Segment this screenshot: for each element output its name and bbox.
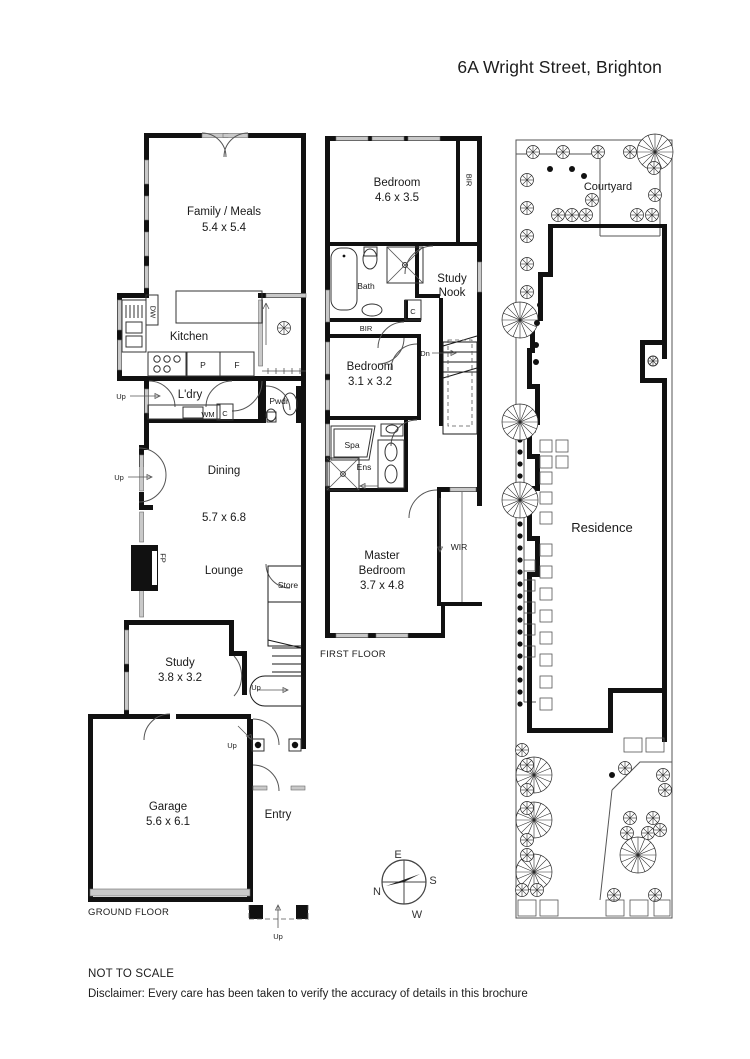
room-master-line1: Master bbox=[364, 550, 399, 562]
stair-up-2: Up bbox=[114, 473, 124, 482]
fixture-cupboard-ground: C bbox=[222, 409, 228, 418]
courtyard-paving bbox=[539, 439, 569, 711]
compass-east: E bbox=[394, 849, 401, 861]
room-study-ground-dims: 3.8 x 3.2 bbox=[158, 672, 202, 684]
room-kitchen: Kitchen bbox=[170, 331, 208, 343]
room-bedroom-2: Bedroom bbox=[347, 361, 394, 373]
first-floor-stairs: Dn bbox=[420, 335, 478, 435]
room-bedroom-1-dims: 4.6 x 3.5 bbox=[375, 192, 419, 204]
courtyard-trees bbox=[520, 133, 674, 299]
room-master-line2: Bedroom bbox=[359, 565, 406, 577]
first-floor-label: FIRST FLOOR bbox=[320, 649, 386, 660]
fireplace: FP bbox=[131, 545, 168, 591]
room-garage-dims: 5.6 x 6.1 bbox=[146, 816, 190, 828]
residence-footprint bbox=[527, 224, 667, 742]
stair-up-5: Up bbox=[273, 932, 283, 941]
fixture-pantry: P bbox=[200, 360, 206, 370]
fixture-bir-2: BIR bbox=[360, 324, 373, 333]
page-title: 6A Wright Street, Brighton bbox=[457, 57, 662, 77]
room-lounge: Lounge bbox=[205, 565, 243, 577]
fixture-fp: FP bbox=[159, 553, 168, 563]
compass-rose: E S W N bbox=[373, 849, 437, 921]
room-dining-dims: 5.7 x 6.8 bbox=[202, 512, 246, 524]
ground-floor-door-swings bbox=[138, 132, 291, 792]
room-bedroom-2-dims: 3.1 x 3.2 bbox=[348, 376, 392, 388]
ground-floor-labels: Family / Meals 5.4 x 5.4 Kitchen L'dry P… bbox=[88, 206, 298, 918]
ground-floor-windows bbox=[89, 133, 307, 897]
bath-fixtures: Bath BIR C bbox=[330, 246, 424, 333]
ground-floor-label: GROUND FLOOR bbox=[88, 907, 169, 918]
ground-floor-plan: DW P F WM C bbox=[88, 132, 309, 941]
room-store: Store bbox=[278, 580, 299, 590]
site-label-residence: Residence bbox=[571, 520, 632, 535]
fixture-bir-1: BIR bbox=[465, 174, 474, 187]
not-to-scale-note: NOT TO SCALE bbox=[88, 968, 175, 980]
first-floor-windows bbox=[325, 136, 482, 638]
side-trees bbox=[501, 301, 543, 519]
room-garage: Garage bbox=[149, 801, 187, 813]
ground-floor-walls bbox=[88, 133, 308, 919]
room-master-dims: 3.7 x 4.8 bbox=[360, 580, 404, 592]
ground-stair-markers: Up Up Up Up Up bbox=[114, 392, 309, 941]
stair-up-4: Up bbox=[227, 741, 237, 750]
entry-wall-markers bbox=[251, 738, 302, 752]
kitchen-fixtures: DW P F bbox=[121, 290, 263, 377]
room-dining: Dining bbox=[208, 465, 241, 477]
room-powder: Pwdr bbox=[269, 396, 289, 406]
room-study-nook-line1: Study bbox=[437, 273, 467, 285]
fixture-wm: WM bbox=[201, 410, 214, 419]
rear-garden bbox=[515, 737, 672, 917]
room-family-meals-dims: 5.4 x 5.4 bbox=[202, 222, 247, 234]
stair-up-3: Up bbox=[251, 683, 261, 692]
fixture-fridge: F bbox=[234, 360, 239, 370]
site-label-courtyard: Courtyard bbox=[584, 181, 632, 193]
room-study-nook-line2: Nook bbox=[439, 287, 466, 299]
first-floor-door-swings bbox=[377, 245, 438, 519]
room-family-meals: Family / Meals bbox=[187, 206, 261, 218]
wir-marker bbox=[436, 492, 463, 602]
stair-up-1: Up bbox=[116, 392, 126, 401]
room-bath: Bath bbox=[357, 281, 375, 291]
first-floor-labels: Bedroom 4.6 x 3.5 BIR Study Nook Bedroom… bbox=[320, 174, 474, 660]
fixture-cupboard-first: C bbox=[410, 307, 416, 316]
room-laundry: L'dry bbox=[178, 389, 203, 401]
entry-door bbox=[252, 785, 306, 791]
first-floor-plan: Bath BIR C Spa Ens bbox=[320, 136, 482, 660]
room-spa: Spa bbox=[344, 440, 359, 450]
compass-west: W bbox=[412, 909, 423, 921]
powder-fixtures bbox=[265, 392, 298, 423]
side-paving bbox=[523, 559, 536, 658]
site-plan: Courtyard Residence bbox=[501, 133, 674, 919]
laundry-fixtures: WM C bbox=[147, 403, 234, 421]
ensuite-fixtures: Spa Ens bbox=[326, 423, 405, 491]
compass-north: N bbox=[373, 886, 381, 898]
outdoor-pocket bbox=[262, 302, 306, 374]
room-bedroom-1: Bedroom bbox=[374, 177, 421, 189]
disclaimer-note: Disclaimer: Every care has been taken to… bbox=[88, 988, 528, 1000]
stair-dn: Dn bbox=[420, 349, 430, 358]
hedge-dots bbox=[517, 437, 523, 707]
compass-south: S bbox=[429, 875, 436, 887]
fixture-wir: WIR bbox=[451, 542, 468, 552]
room-ensuite: Ens bbox=[357, 462, 372, 472]
fixture-dw: DW bbox=[149, 306, 158, 319]
room-entry: Entry bbox=[265, 809, 292, 821]
room-study-ground: Study bbox=[165, 657, 195, 669]
store-and-stairs bbox=[249, 565, 303, 707]
